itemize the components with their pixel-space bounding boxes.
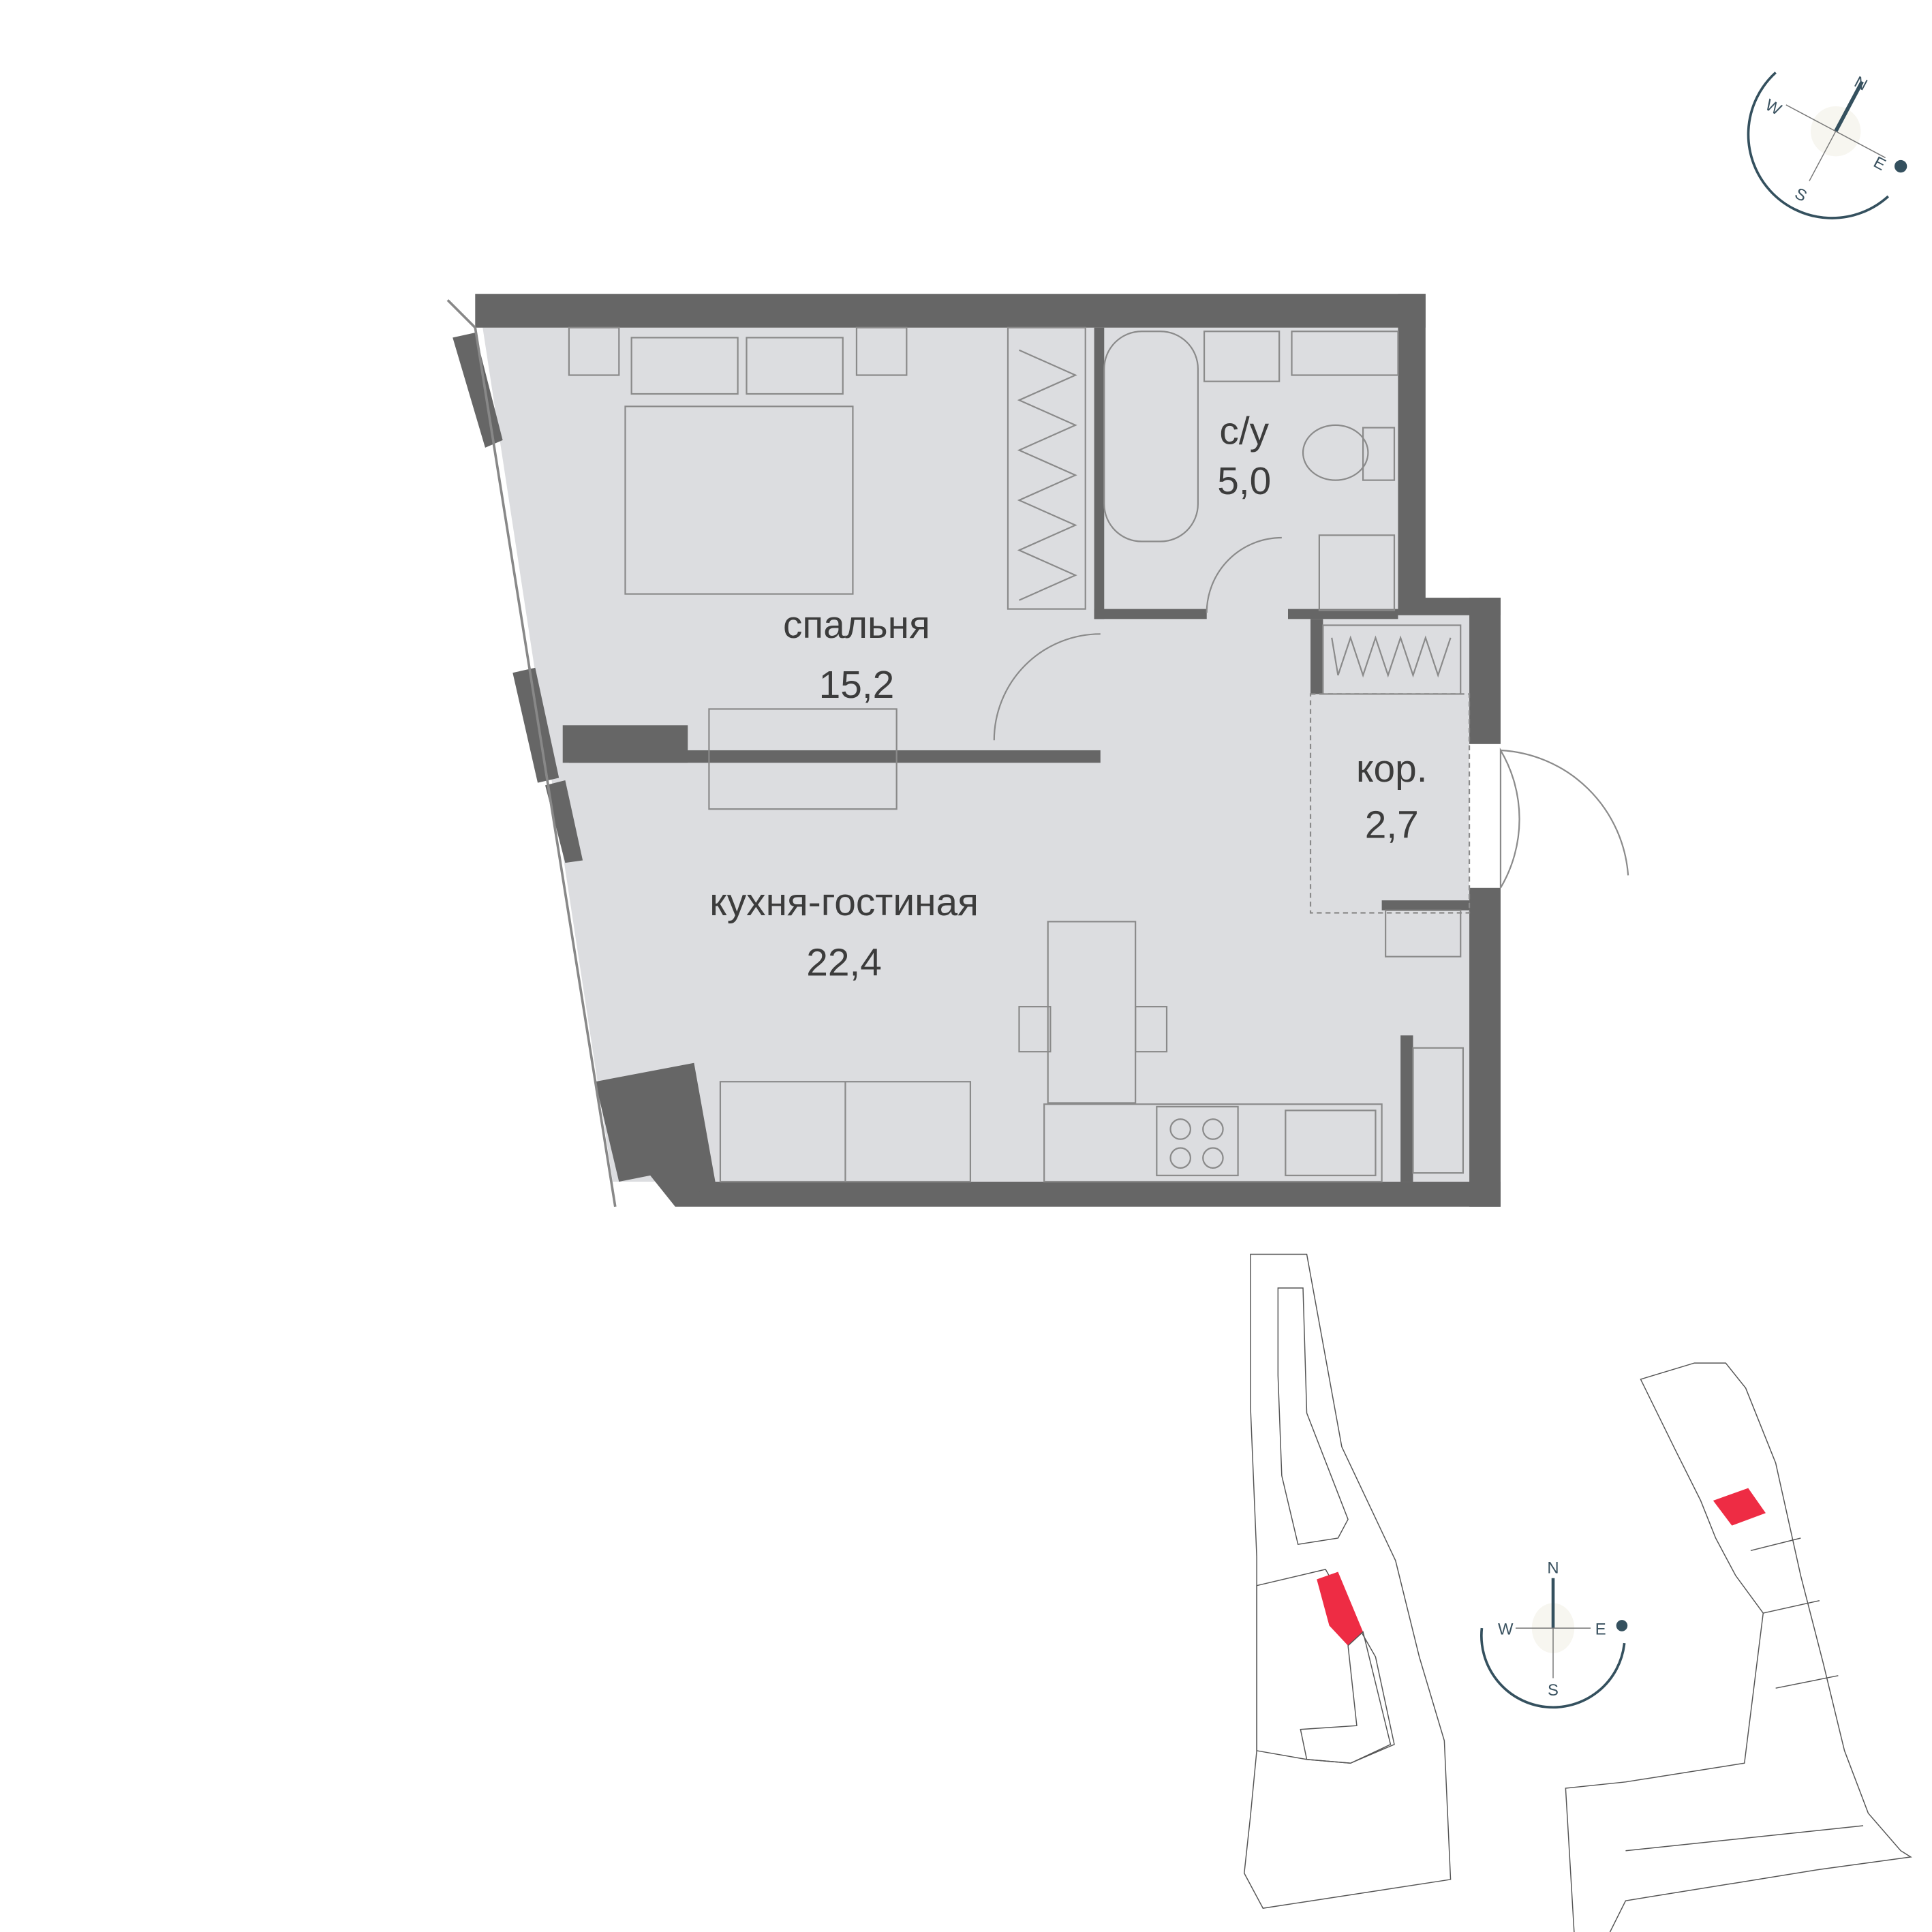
compass-w: W bbox=[1762, 95, 1785, 119]
compass-n: N bbox=[1852, 73, 1871, 95]
room-area-bathroom: 5,0 bbox=[1217, 460, 1271, 503]
room-name-bedroom: спальня bbox=[783, 604, 930, 647]
site-plan-right bbox=[1565, 1362, 1912, 1932]
compass-w-bottom: W bbox=[1498, 1620, 1514, 1638]
compass-rose-top: N W E S bbox=[1747, 72, 1907, 219]
room-name-bathroom: с/у bbox=[1219, 410, 1269, 453]
compass-s: S bbox=[1792, 184, 1810, 205]
room-name-kitchen-living: кухня-гостиная bbox=[709, 881, 979, 924]
compass-s-bottom: S bbox=[1548, 1681, 1559, 1700]
site-plan-left bbox=[1244, 1253, 1452, 1909]
window-line bbox=[446, 299, 617, 1208]
compass-rose-bottom: N W E S bbox=[1480, 1559, 1628, 1709]
furniture bbox=[568, 326, 1629, 1183]
room-area-corridor: 2,7 bbox=[1365, 803, 1419, 846]
compass-e-bottom: E bbox=[1595, 1620, 1606, 1638]
room-area-kitchen-living: 22,4 bbox=[806, 941, 882, 984]
room-name-corridor: кор. bbox=[1356, 748, 1428, 791]
outer-walls bbox=[453, 294, 1501, 1207]
interior-walls bbox=[562, 327, 1470, 1182]
compass-n-bottom: N bbox=[1547, 1559, 1559, 1577]
room-area-bedroom: 15,2 bbox=[819, 664, 895, 707]
compass-e: E bbox=[1871, 153, 1889, 174]
